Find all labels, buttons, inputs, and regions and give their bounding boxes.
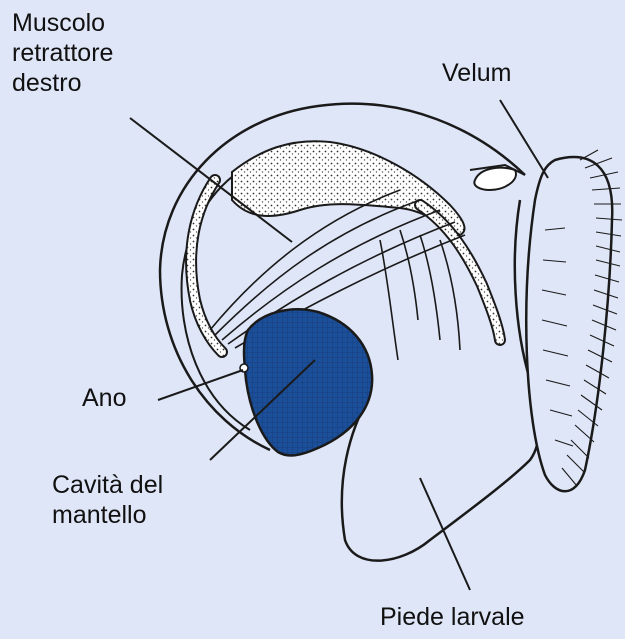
velum-body (526, 157, 612, 491)
velum-lobe (474, 168, 516, 190)
label-ano: Ano (82, 383, 126, 413)
label-piede-larvale: Piede larvale (380, 602, 525, 632)
label-line: Cavità del (52, 470, 163, 500)
label-line: destro (12, 68, 113, 98)
digestive-gland (232, 141, 465, 235)
label-muscolo-retrattore: Muscolo retrattore destro (12, 8, 113, 98)
label-velum: Velum (442, 58, 511, 88)
label-line: retrattore (12, 38, 113, 68)
label-cavita-mantello: Cavità del mantello (52, 470, 163, 530)
label-line: Muscolo (12, 8, 113, 38)
label-line: mantello (52, 500, 163, 530)
